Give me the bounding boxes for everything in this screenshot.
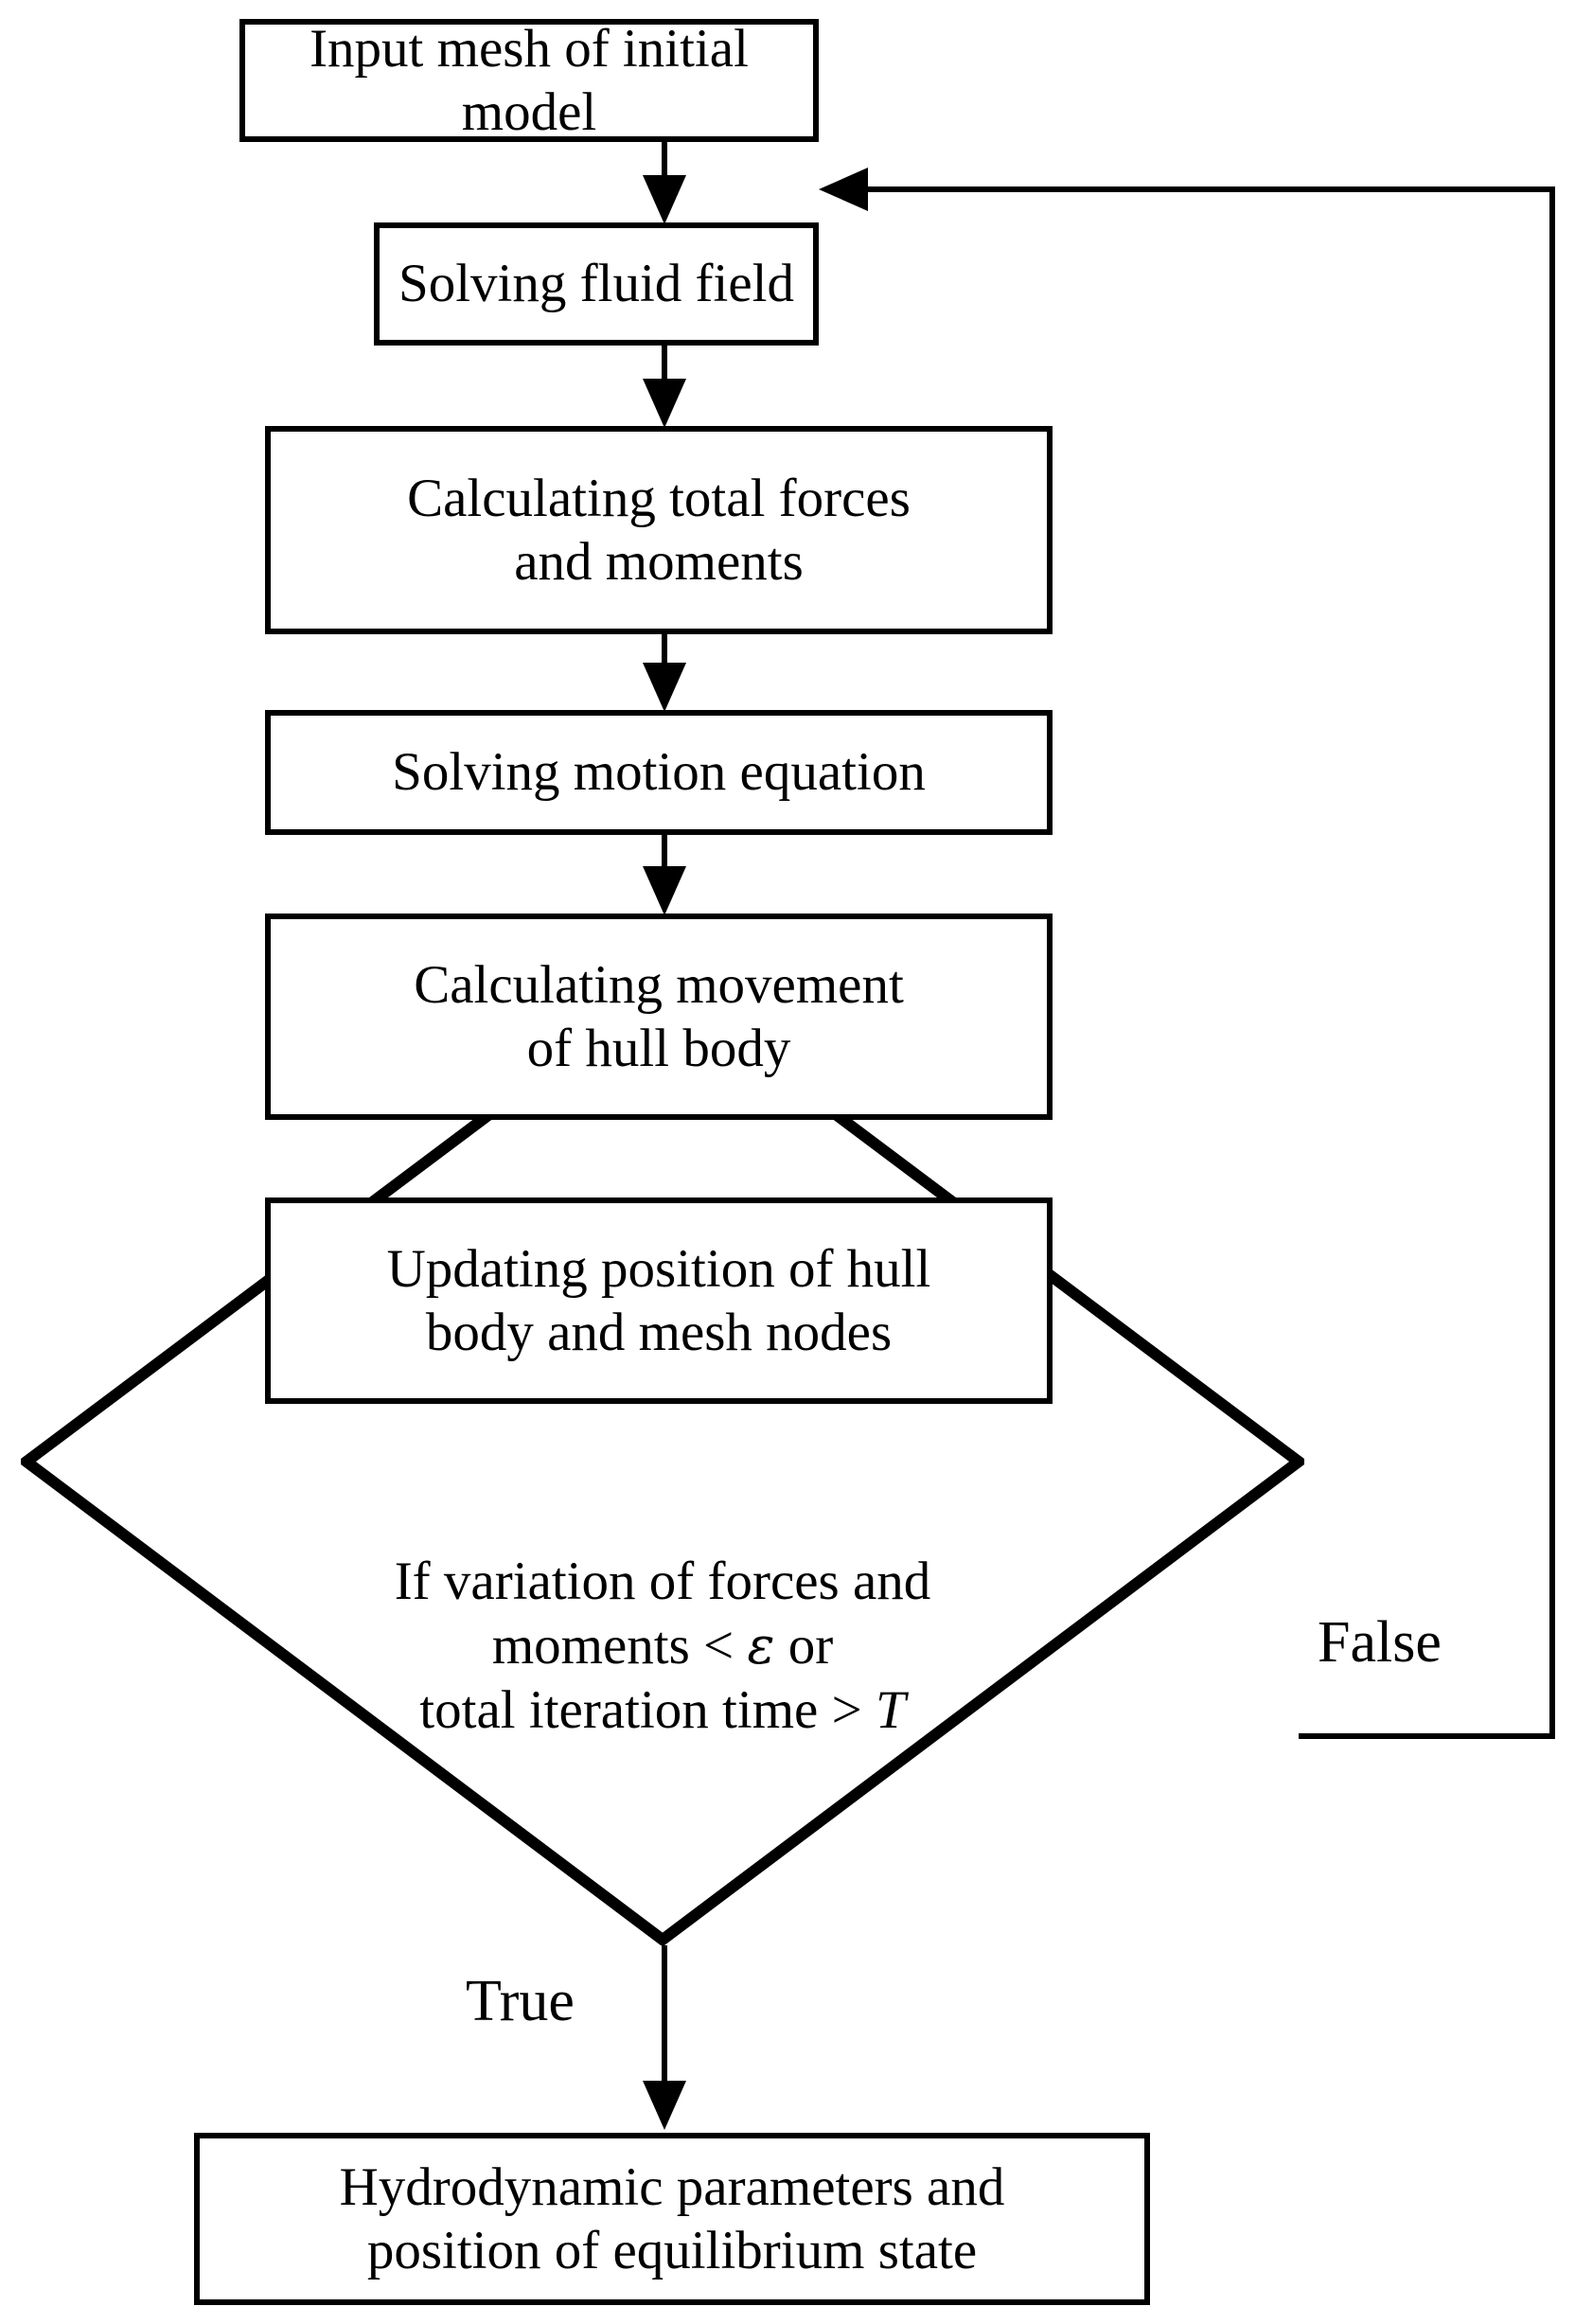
node-calculating-movement[interactable]: Calculating movement of hull body: [265, 914, 1053, 1120]
node-updating-position-label: Updating position of hull body and mesh …: [386, 1238, 931, 1362]
node-updating-position[interactable]: Updating position of hull body and mesh …: [265, 1197, 1053, 1404]
connector-decision-to-result: [662, 1945, 667, 2085]
arrowhead-forces-to-motion: [643, 663, 686, 712]
connector-false-bottom-segment: [1299, 1733, 1555, 1739]
connector-false-top-segment: [867, 186, 1552, 192]
node-input-mesh[interactable]: Input mesh of initial model: [239, 19, 819, 142]
node-solving-motion-equation[interactable]: Solving motion equation: [265, 710, 1053, 835]
edge-label-false: False: [1318, 1610, 1442, 1675]
node-solving-fluid-field-label: Solving fluid field: [398, 254, 794, 314]
node-calculating-movement-label: Calculating movement of hull body: [414, 954, 904, 1078]
node-result-hydrodynamic-parameters-label: Hydrodynamic parameters and position of …: [339, 2156, 1005, 2280]
node-calculating-total-forces[interactable]: Calculating total forces and moments: [265, 426, 1053, 634]
node-solving-motion-equation-label: Solving motion equation: [392, 742, 926, 803]
connector-motion-to-movement: [662, 835, 667, 874]
arrowhead-solvefluid-to-forces: [643, 379, 686, 428]
connector-forces-to-motion: [662, 634, 667, 673]
arrowhead-false-into-solvefluid: [819, 168, 868, 211]
node-result-hydrodynamic-parameters[interactable]: Hydrodynamic parameters and position of …: [194, 2133, 1150, 2305]
edge-label-true: True: [466, 1969, 575, 2033]
node-decision-convergence[interactable]: [21, 979, 1304, 1945]
arrowhead-input-to-solvefluid: [643, 175, 686, 224]
node-calculating-total-forces-label: Calculating total forces and moments: [407, 468, 911, 592]
connector-false-right-segment: [1549, 186, 1555, 1739]
node-input-mesh-label: Input mesh of initial model: [310, 18, 749, 142]
node-solving-fluid-field[interactable]: Solving fluid field: [374, 222, 819, 346]
arrowhead-decision-to-result: [643, 2081, 686, 2130]
connector-input-to-solvefluid: [662, 142, 667, 179]
connector-solvefluid-to-forces: [662, 346, 667, 384]
decision-diamond-shape: [21, 979, 1304, 1945]
arrowhead-motion-to-movement: [643, 866, 686, 915]
